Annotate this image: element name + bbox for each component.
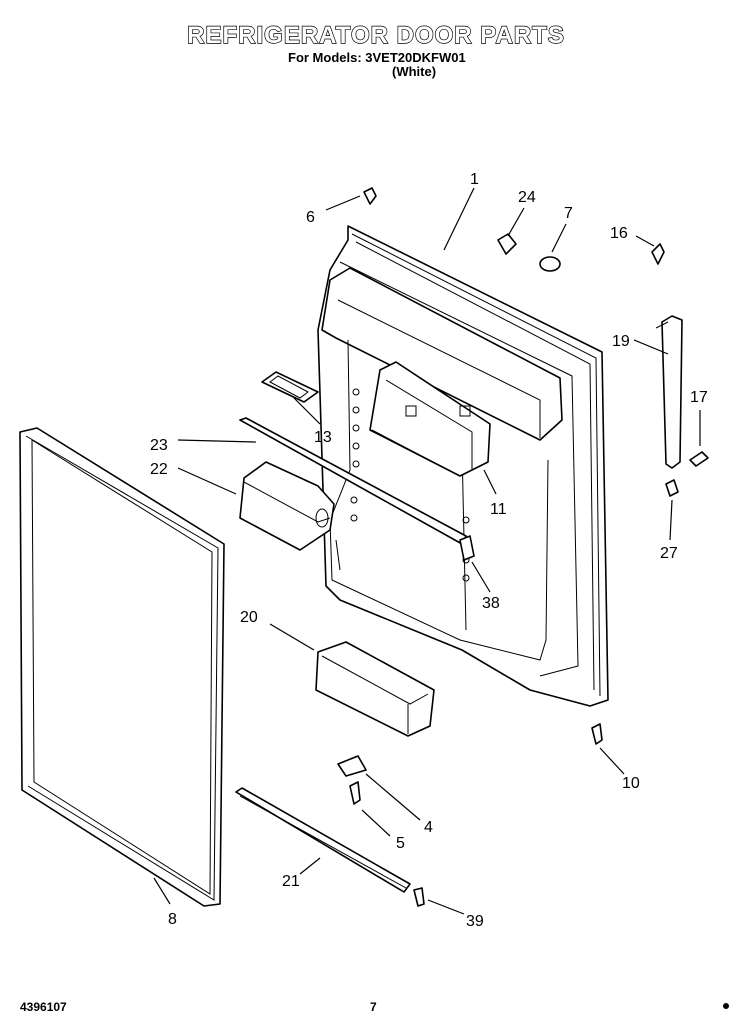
callout-8: 8 bbox=[168, 911, 177, 928]
dairy-door-22 bbox=[239, 461, 335, 551]
door-bin-20 bbox=[315, 641, 435, 737]
corner-mark bbox=[723, 1003, 729, 1009]
callout-1: 1 bbox=[470, 171, 479, 188]
callout-13: 13 bbox=[314, 429, 332, 446]
callout-20: 20 bbox=[240, 609, 258, 626]
callout-21: 21 bbox=[282, 873, 300, 890]
button-7 bbox=[539, 256, 561, 272]
pad-13 bbox=[261, 371, 319, 403]
clip-39 bbox=[413, 887, 425, 907]
callout-38: 38 bbox=[482, 595, 500, 612]
callout-labels: 1 24 7 6 16 19 17 13 23 22 11 27 38 20 1… bbox=[150, 171, 708, 930]
model-subtitle: For Models: 3VET20DKFW01 bbox=[288, 50, 466, 65]
trim-bar-23 bbox=[239, 417, 467, 545]
callout-19: 19 bbox=[612, 333, 630, 350]
door-gasket bbox=[19, 427, 225, 907]
callout-27: 27 bbox=[660, 545, 678, 562]
callout-17: 17 bbox=[690, 389, 708, 406]
door-hinge-19 bbox=[655, 315, 683, 469]
callout-11: 11 bbox=[490, 501, 507, 518]
plug-6 bbox=[363, 187, 377, 205]
callout-7: 7 bbox=[564, 205, 573, 222]
screw-17 bbox=[689, 451, 709, 467]
callout-5: 5 bbox=[396, 835, 405, 852]
screw-10 bbox=[591, 723, 603, 745]
cap-24 bbox=[497, 233, 517, 255]
leader-lines bbox=[153, 187, 701, 915]
bushing-27 bbox=[665, 479, 679, 497]
callout-22: 22 bbox=[150, 461, 168, 478]
trim-strip-21 bbox=[235, 787, 411, 893]
stop-38 bbox=[459, 535, 475, 561]
color-subtitle: (White) bbox=[392, 64, 437, 79]
callout-24: 24 bbox=[518, 189, 536, 206]
page-number: 7 bbox=[370, 1000, 377, 1014]
callout-6: 6 bbox=[306, 209, 315, 226]
callout-39: 39 bbox=[466, 913, 484, 930]
callout-4: 4 bbox=[424, 819, 433, 836]
callout-10: 10 bbox=[622, 775, 640, 792]
bracket-4 bbox=[337, 755, 367, 777]
shelf-bin-11 bbox=[369, 361, 491, 477]
screw-5 bbox=[349, 781, 361, 805]
screw-16 bbox=[651, 243, 665, 265]
callout-23: 23 bbox=[150, 437, 168, 454]
page-title: REFRIGERATOR DOOR PARTS bbox=[186, 21, 565, 49]
part-number: 4396107 bbox=[20, 1000, 67, 1014]
callout-16: 16 bbox=[610, 225, 628, 242]
